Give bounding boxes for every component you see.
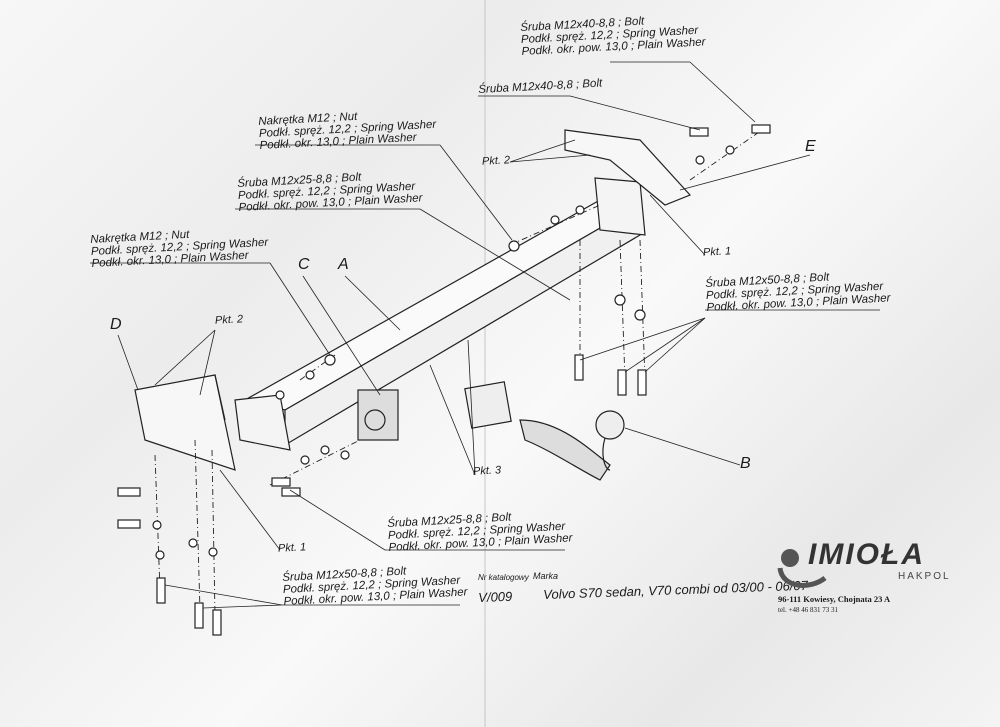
logo-subtitle: HAKPOL <box>898 571 951 582</box>
point-label-pkt1-left: Pkt. 1 <box>277 541 307 555</box>
part-letter-a: A <box>338 256 349 273</box>
part-letter-e: E <box>805 138 816 155</box>
catalog-number: V/009 <box>478 588 513 605</box>
fasteners <box>117 124 771 636</box>
crossbar-beam <box>234 177 646 451</box>
company-phone: tel. +48 46 831 73 31 <box>778 606 838 614</box>
point-label-pkt1-right: Pkt. 1 <box>702 245 732 259</box>
logo-name: IMIOŁA <box>808 538 925 571</box>
part-letter-d: D <box>110 316 122 333</box>
point-label-pkt3: Pkt. 3 <box>472 464 502 478</box>
company-address: 96-111 Kowiesy, Chojnata 23 A <box>778 594 891 604</box>
point-label-pkt2-left: Pkt. 2 <box>214 313 244 327</box>
part-letter-c: C <box>298 256 310 273</box>
right-bracket <box>564 129 692 206</box>
left-bracket <box>134 374 236 471</box>
point-label-pkt2-top: Pkt. 2 <box>481 154 511 168</box>
socket-plate <box>357 389 399 441</box>
tow-ball <box>464 381 625 481</box>
part-letter-b: B <box>740 455 751 472</box>
brand-label: Marka <box>533 571 559 581</box>
leader-lines <box>90 61 880 609</box>
tow-hook-logo-icon <box>777 549 827 588</box>
company-logo: IMIOŁA HAKPOL <box>770 538 960 593</box>
catalog-number-label: Nr katalogowy <box>478 573 529 582</box>
